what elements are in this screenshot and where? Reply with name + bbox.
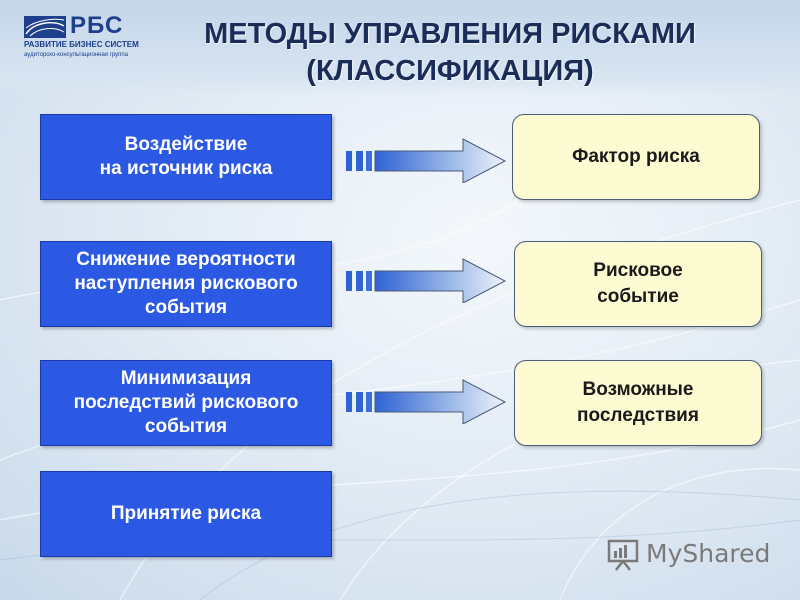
outcome-label-2: Рисковое событие	[593, 260, 683, 307]
outcome-label-1: Фактор риска	[572, 146, 700, 167]
method-box-2: Снижение вероятности наступления рисково…	[40, 241, 332, 327]
page-title: МЕТОДЫ УПРАВЛЕНИЯ РИСКАМИ (КЛАССИФИКАЦИЯ…	[170, 16, 730, 90]
title-line-2: (КЛАССИФИКАЦИЯ)	[306, 55, 594, 87]
method-box-1: Воздействие на источник риска	[40, 114, 332, 200]
title-line-1: МЕТОДЫ УПРАВЛЕНИЯ РИСКАМИ	[204, 18, 696, 50]
method-label-1: Воздействие на источник риска	[99, 134, 273, 179]
logo: РБС РАЗВИТИЕ БИЗНЕС СИСТЕМ аудиторско-ко…	[24, 12, 164, 64]
arrow-1	[346, 138, 507, 183]
outcome-label-3: Возможные последствия	[577, 379, 699, 426]
logo-globe-icon	[24, 16, 66, 38]
method-label-2: Снижение вероятности наступления рисково…	[74, 249, 298, 318]
watermark-text: MyShared	[646, 539, 771, 568]
outcome-box-3: Возможные последствия	[514, 360, 762, 446]
outcome-box-2: Рисковое событие	[514, 241, 762, 327]
arrow-3	[346, 379, 507, 424]
presentation-board-icon	[607, 539, 639, 571]
header-band	[0, 0, 800, 96]
watermark: MyShared	[606, 535, 776, 575]
method-label-3: Минимизация последствий рискового событи…	[73, 368, 299, 437]
method-label-4: Принятие риска	[110, 503, 262, 524]
method-box-4: Принятие риска	[40, 471, 332, 557]
logo-tagline: РАЗВИТИЕ БИЗНЕС СИСТЕМ	[24, 40, 139, 49]
logo-name: РБС	[70, 12, 124, 39]
arrow-2	[346, 258, 507, 303]
logo-subtagline: аудиторско-консультационная группа	[24, 52, 128, 58]
outcome-box-1: Фактор риска	[512, 114, 760, 200]
method-box-3: Минимизация последствий рискового событи…	[40, 360, 332, 446]
